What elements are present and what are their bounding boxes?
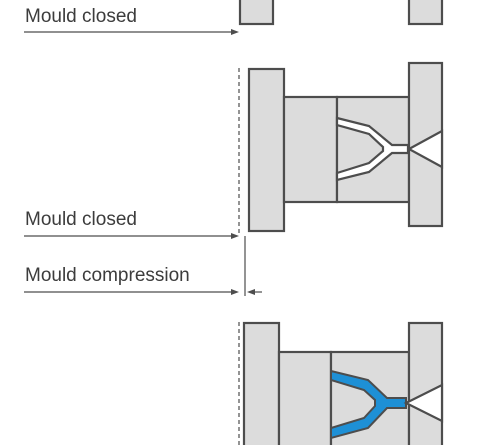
nozzle-middle [406, 129, 444, 169]
label-mould-closed: Mould closed [25, 209, 137, 230]
label-mould-compression: Mould compression [25, 265, 190, 286]
stage-bottom [238, 321, 444, 445]
right-platen-top [407, 0, 444, 26]
left-platen-bottom [242, 321, 281, 445]
cavity-empty [335, 116, 410, 182]
nozzle-bottom [403, 383, 444, 423]
arrow-compression-left [231, 289, 239, 295]
right-platen-bottom [407, 321, 444, 445]
arrow-compression-right [247, 289, 255, 295]
stage-middle [24, 61, 444, 296]
mould-half-left-middle [282, 95, 339, 204]
arrow-top [231, 29, 239, 35]
left-platen-middle [247, 67, 286, 233]
mould-half-left-bottom [277, 350, 333, 445]
cavity-filled-melt [330, 369, 407, 440]
stage-top [24, 0, 444, 35]
arrow-mould-closed [231, 233, 239, 239]
label-mould-closed-top: Mould closed [25, 6, 137, 27]
left-platen-top [238, 0, 275, 26]
